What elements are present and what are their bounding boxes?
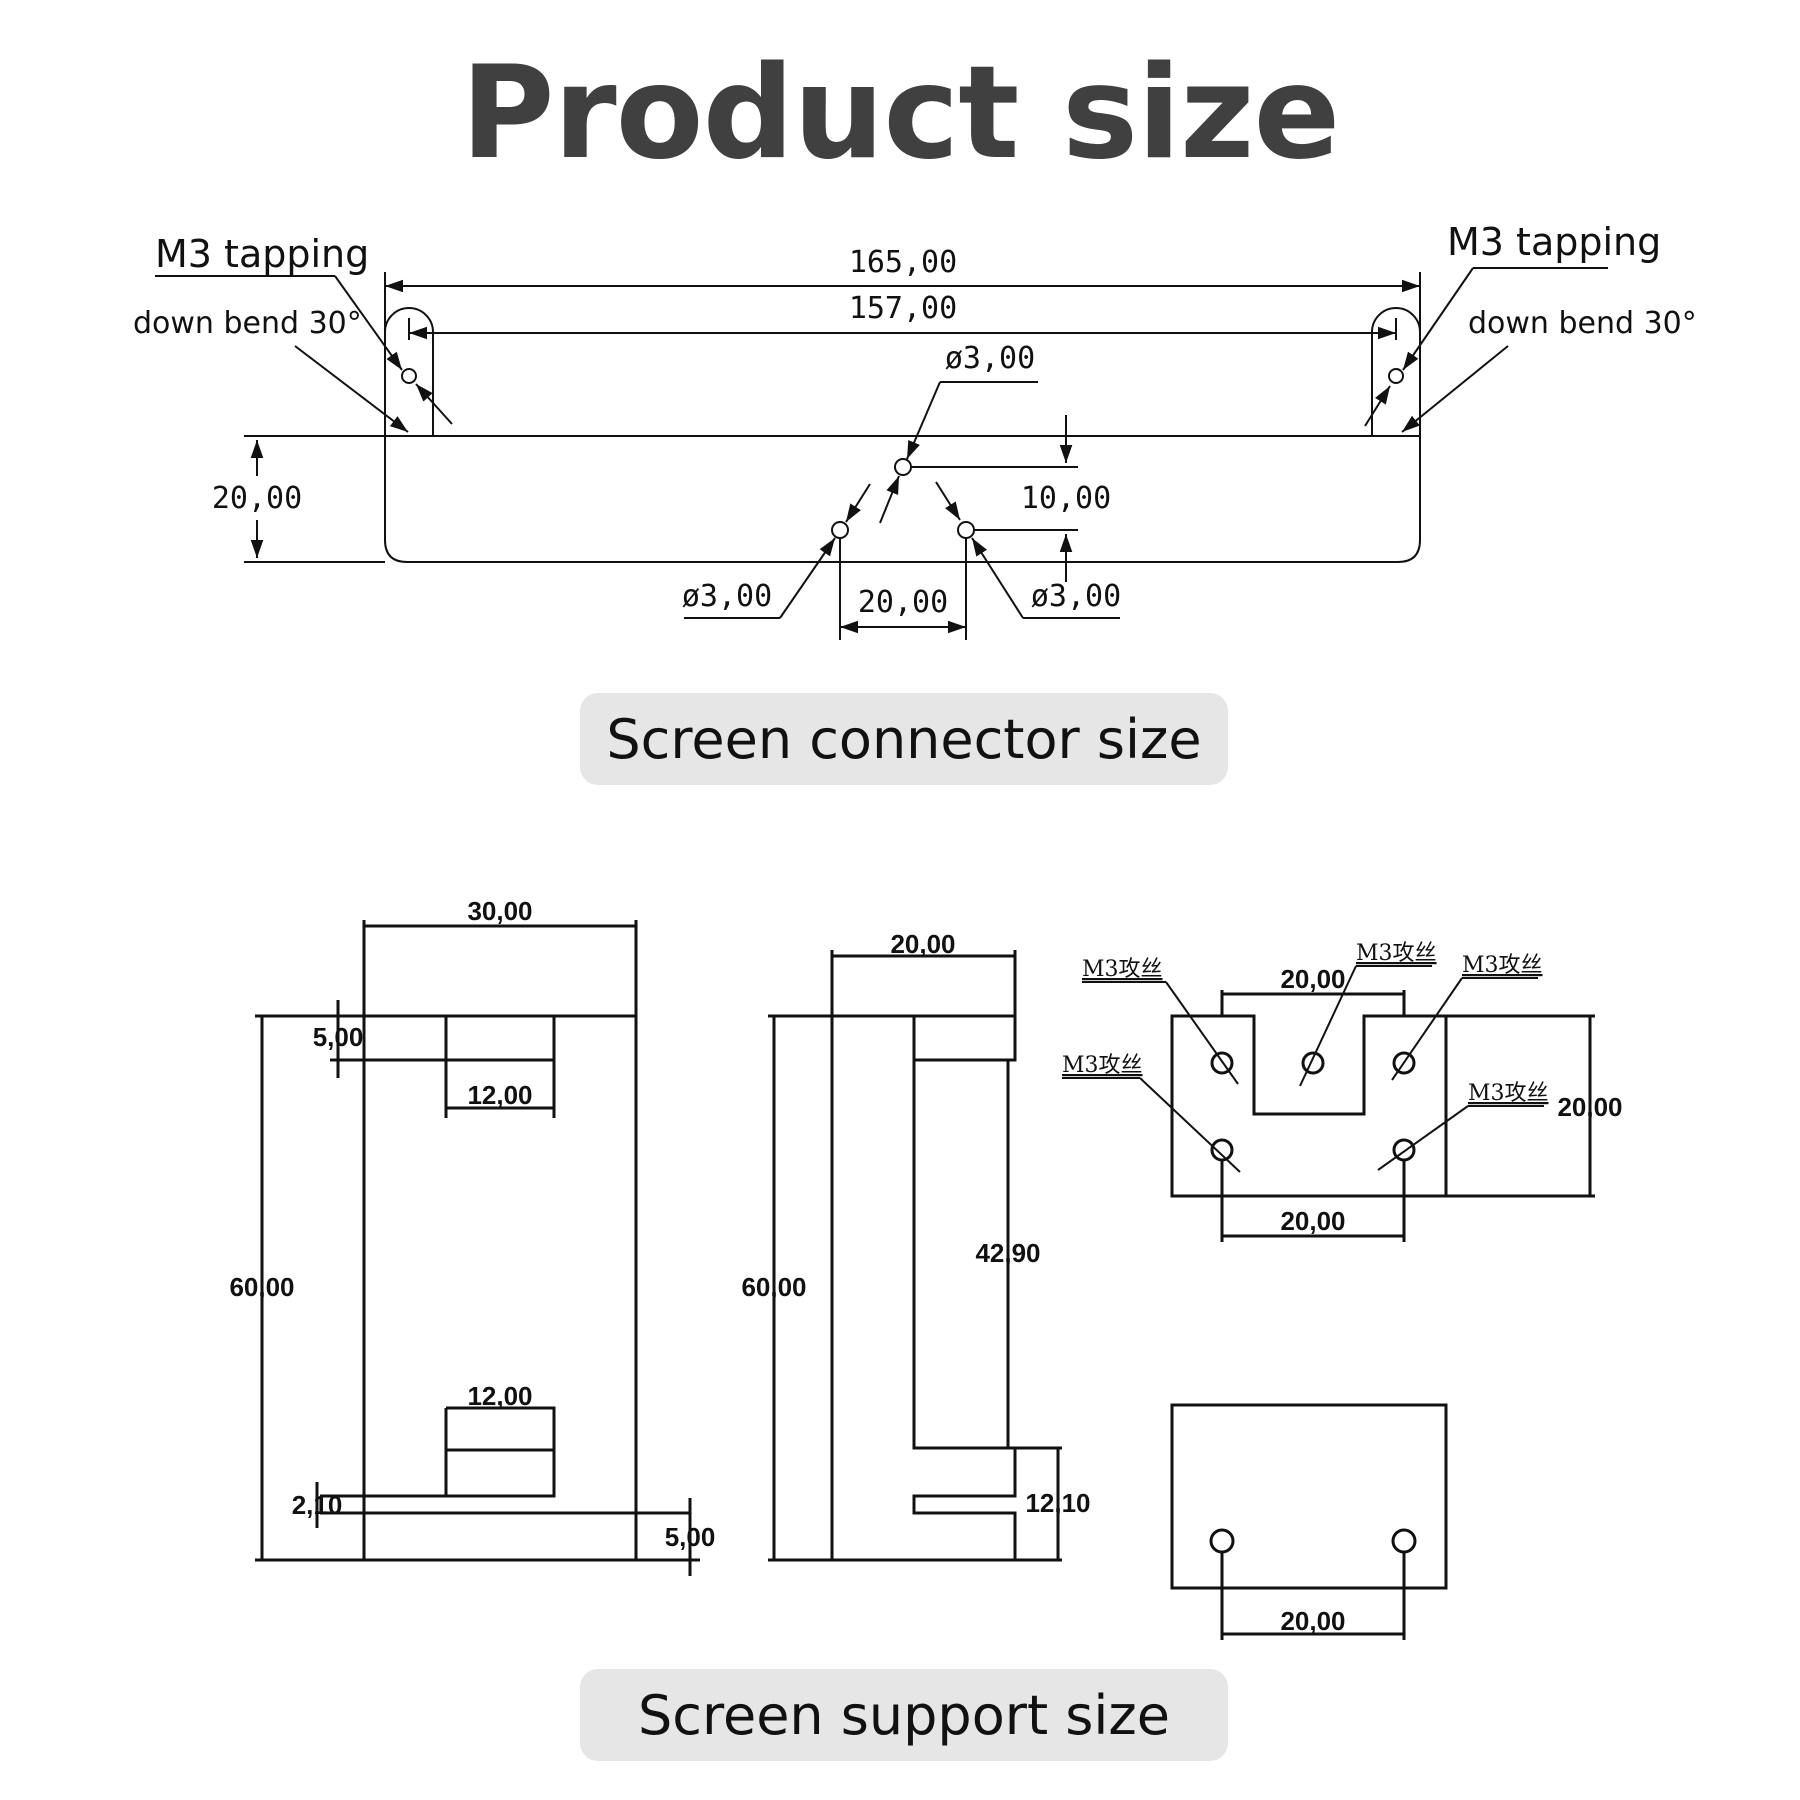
side-outline	[830, 1014, 1017, 1562]
dim-hole-span: 157,00	[849, 291, 957, 326]
top-view-outline	[1170, 1014, 1448, 1198]
page-title: Product size	[460, 39, 1341, 188]
tab-hole-right	[1388, 368, 1404, 384]
label-tap-mid-left: M3攻丝	[1062, 1053, 1143, 1078]
side-dim-inner-height: 42,90	[975, 1238, 1040, 1268]
caption-connector: Screen connector size	[580, 693, 1228, 785]
dim-overall-width: 165,00	[849, 245, 957, 280]
side-dim-bottom-height: 12,10	[1025, 1488, 1090, 1518]
support-front-view: 30,00 5,00 12,00 60,00 12,00 2,10 5,00	[229, 896, 715, 1576]
bottom-view-outline	[1170, 1403, 1448, 1590]
label-right-bend: down bend 30°	[1468, 306, 1697, 341]
dim-hole-top-diameter: ø3,00	[945, 341, 1035, 376]
front-dim-bottom-step: 5,00	[665, 1522, 716, 1552]
connector-drawing: 165,00 157,00 20,00 10,00 20,00 ø3,00 ø3	[133, 220, 1697, 640]
top-view-dim-bottom-spacing: 20,00	[1280, 1206, 1345, 1236]
dim-hole-right-diameter: ø3,00	[1031, 579, 1121, 614]
connector-outline	[384, 307, 1421, 563]
label-left-tapping: M3 tapping	[155, 232, 369, 276]
hole-right	[957, 521, 975, 539]
label-tap-top-center: M3攻丝	[1356, 941, 1437, 966]
tab-hole-left	[401, 368, 417, 384]
hole-left	[831, 521, 849, 539]
support-top-view: 20,00 20,00 20,00 M3攻丝 M3攻丝 M3攻丝 M3攻丝 M3…	[1062, 941, 1623, 1242]
side-dim-width: 20,00	[890, 929, 955, 959]
bottom-view-dim-hole-spacing: 20,00	[1280, 1606, 1345, 1636]
label-right-tapping: M3 tapping	[1447, 220, 1661, 264]
dim-hole-left-diameter: ø3,00	[682, 579, 772, 614]
front-dim-bottom-slot: 12,00	[467, 1381, 532, 1411]
dim-hole-vertical-offset: 10,00	[1021, 481, 1111, 516]
dim-hole-spacing: 20,00	[858, 585, 948, 620]
top-view-dim-depth: 20,00	[1557, 1092, 1622, 1122]
caption-support: Screen support size	[580, 1669, 1228, 1761]
front-dim-height: 60,00	[229, 1272, 294, 1302]
support-side-view: 20,00 60,00 42,90 12,10	[741, 929, 1091, 1562]
front-dim-top-slot: 12,00	[467, 1080, 532, 1110]
label-tap-mid-right: M3攻丝	[1468, 1081, 1549, 1106]
label-left-bend: down bend 30°	[133, 306, 362, 341]
label-tap-top-right: M3攻丝	[1462, 953, 1543, 978]
hole-top	[894, 458, 912, 476]
front-dim-width: 30,00	[467, 896, 532, 926]
support-bottom-view: 20,00	[1170, 1403, 1448, 1640]
front-dim-top-step: 5,00	[313, 1022, 364, 1052]
side-dim-height: 60,00	[741, 1272, 806, 1302]
dim-height: 20,00	[212, 481, 302, 516]
label-tap-top-left: M3攻丝	[1082, 957, 1163, 982]
top-view-dim-top-spacing: 20,00	[1280, 964, 1345, 994]
front-dim-bottom-gap: 2,10	[292, 1490, 343, 1520]
